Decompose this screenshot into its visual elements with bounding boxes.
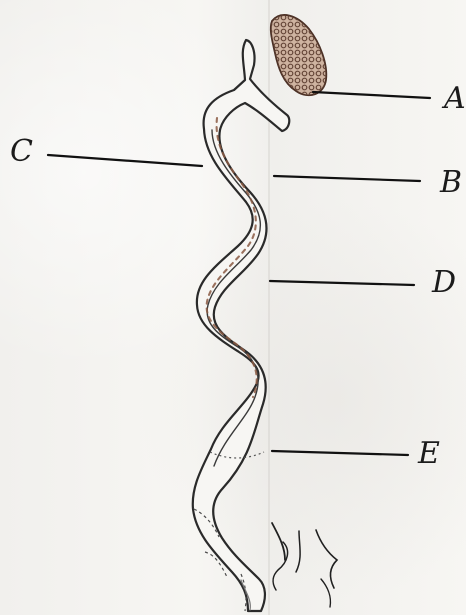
label-e: E — [418, 439, 440, 469]
leader-line-d — [270, 281, 414, 285]
label-c: C — [10, 137, 33, 167]
root-hair-cell — [193, 40, 290, 611]
leader-line-c — [48, 155, 202, 166]
label-b: B — [440, 168, 462, 198]
label-a: A — [444, 84, 466, 114]
leader-line-b — [274, 176, 420, 181]
label-d: D — [432, 268, 456, 298]
root-hair-outline — [193, 40, 290, 611]
leader-line-a — [313, 92, 430, 98]
soil-particle — [271, 15, 327, 95]
leader-line-e — [272, 451, 408, 455]
